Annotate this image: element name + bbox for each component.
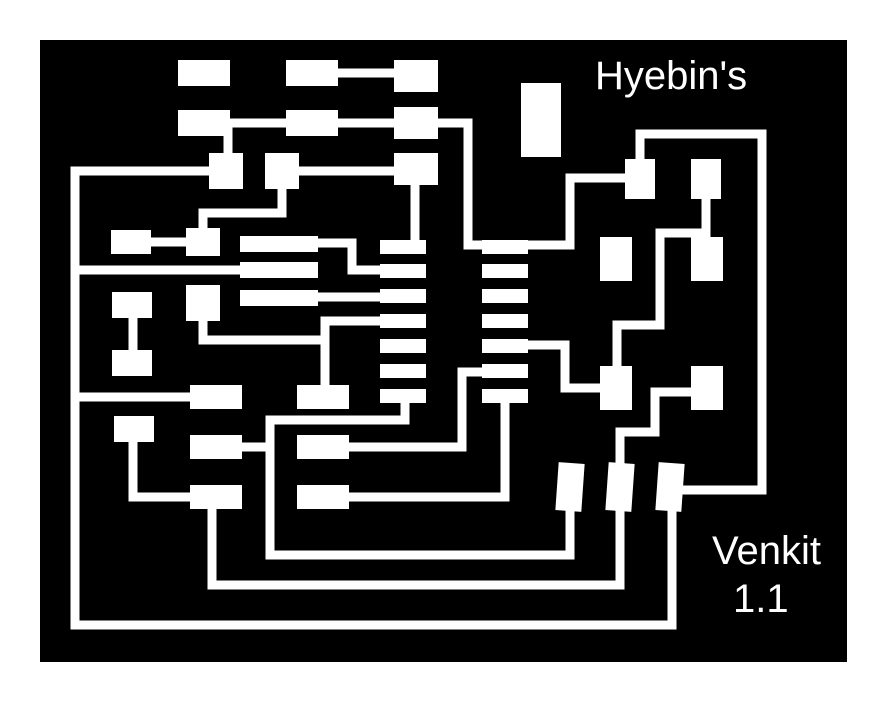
pad-right-6 [691,366,723,410]
pad-bar-3 [240,290,318,306]
pad-mid-5 [190,485,242,509]
trace-bottom-loop [207,387,711,590]
pad-right-2 [691,159,721,199]
ic-right-pad-5 [482,339,528,353]
trace-center-to-ic-2 [317,390,510,502]
pad-mid-3 [190,435,242,459]
pad-bar-1 [240,236,318,252]
pad-mid-6 [297,485,349,509]
trace-right-top [500,129,767,495]
ic-right-pad-7 [482,389,528,403]
pads [111,60,723,512]
pad-c1-c [394,153,438,185]
pad-right-4 [691,237,723,281]
trace-ic-right-5 [500,340,620,393]
pad-r1-b [286,60,338,86]
pad-mid-2 [297,385,349,409]
ic-right-pad-3 [482,289,528,303]
pad-right-5 [600,366,632,410]
pad-conn-1 [555,462,585,512]
pad-mid-4 [297,435,349,459]
pad-c1-b [265,153,299,189]
pad-r1-c [394,60,438,92]
pad-right-3 [600,237,632,281]
ic-left-pad-7 [380,389,426,403]
pad-led2-a [114,416,154,442]
project-label: Venkit [712,529,821,573]
pad-big-top [521,83,561,157]
pad-led-a [112,292,152,318]
trace-r2-down [125,166,287,247]
trace-right-mid [612,173,711,393]
pad-bar-2 [240,262,318,278]
pad-mid-1 [190,385,242,409]
trace-left-loop [70,166,677,630]
ic-right-pad-2 [482,264,528,278]
trace-ic-left-7 [265,390,575,560]
pad-led-b [112,350,152,376]
trace-led-pad [128,423,220,502]
ic-right-pad-1 [482,240,528,254]
pad-r2-b [286,110,338,136]
trace-top-2 [200,118,510,250]
ic-right-pad-6 [482,364,528,378]
pad-r2-a [178,110,230,136]
pad-r1-a [178,60,230,86]
trace-ic-left-4 [320,316,410,402]
pad-conn-2 [605,462,635,512]
ic-left-pad-6 [380,364,426,378]
version-label: 1.1 [733,577,789,621]
pad-r3-b [186,228,220,256]
ic-left-pad-1 [380,240,426,254]
pad-conn-3 [655,462,685,512]
pad-right-1 [625,159,655,199]
owner-label: Hyebin's [595,54,747,98]
ic-right-pad-4 [482,314,528,328]
ic-left-pad-3 [380,289,426,303]
ic-left-pad-4 [380,314,426,328]
ic-left-pad-5 [380,339,426,353]
pad-c1-a [209,153,243,189]
pad-r3-a [111,230,151,254]
pad-sw [186,285,220,321]
ic-left-pad-2 [380,264,426,278]
pad-r2-c [394,107,438,139]
